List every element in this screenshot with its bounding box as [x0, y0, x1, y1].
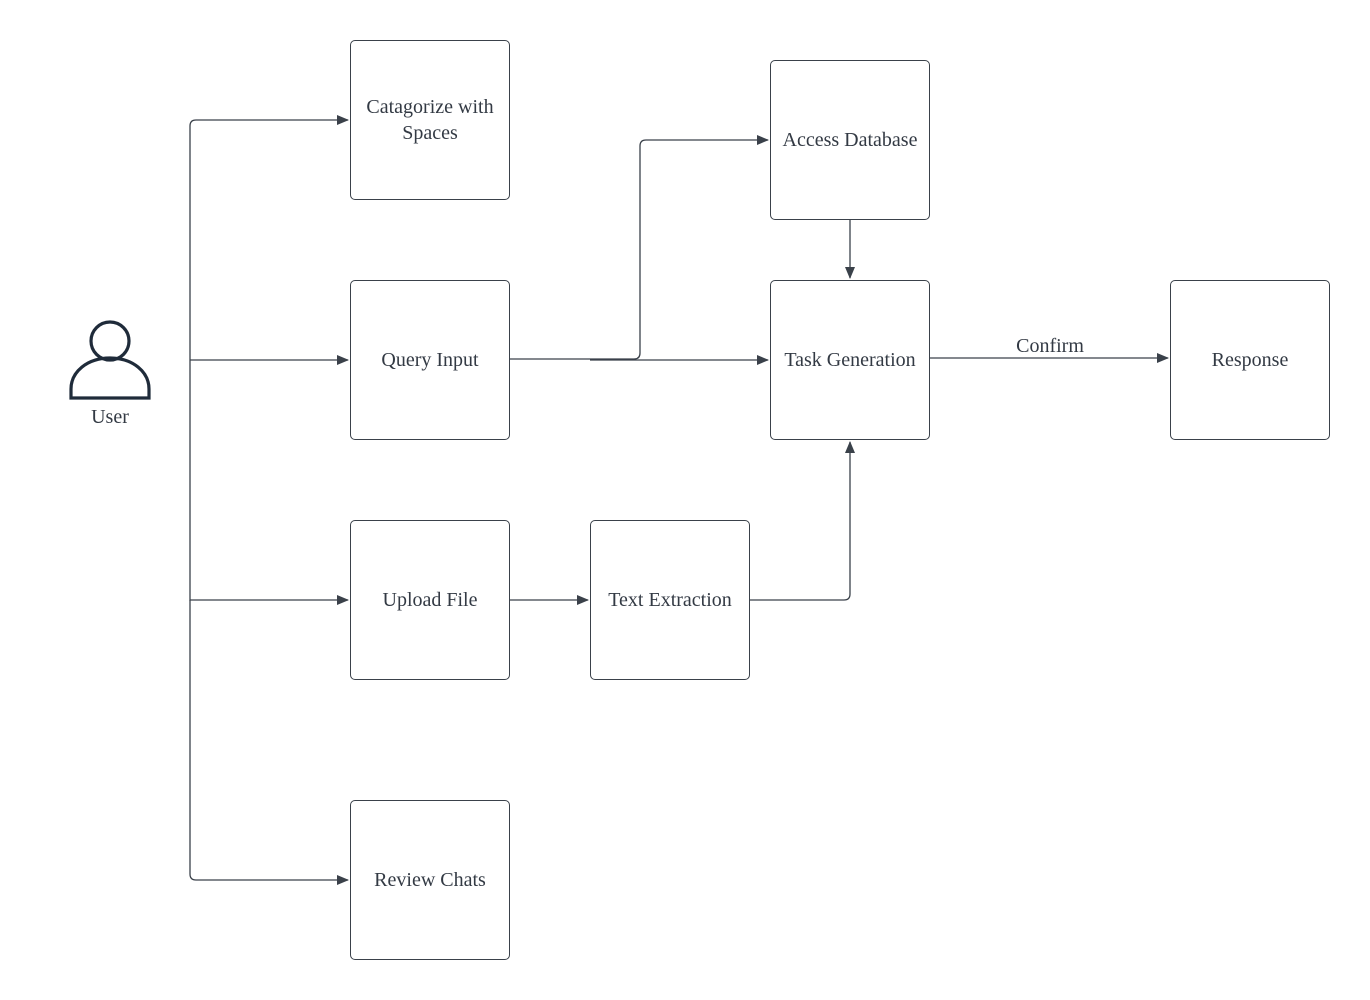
edge-user-categorize [189, 115, 349, 360]
edge-query-access-database [510, 135, 769, 360]
user-branch-connectors [189, 115, 349, 885]
node-query-input-label: Query Input [381, 349, 479, 371]
node-upload-file[interactable]: Upload File [350, 520, 510, 680]
node-categorize[interactable]: Catagorize with Spaces [350, 40, 510, 200]
node-access-database[interactable]: Access Database [770, 60, 930, 220]
user-icon [69, 320, 151, 400]
node-text-extraction-label: Text Extraction [608, 589, 732, 611]
node-review-chats-label: Review Chats [374, 869, 486, 891]
flow-connectors [510, 135, 1169, 605]
node-review-chats[interactable]: Review Chats [350, 800, 510, 960]
node-categorize-label: Catagorize with Spaces [366, 96, 494, 144]
node-access-database-label: Access Database [782, 129, 918, 151]
node-text-extraction[interactable]: Text Extraction [590, 520, 750, 680]
edge-user-review-chats [189, 600, 349, 885]
node-response-label: Response [1211, 349, 1289, 371]
node-query-input[interactable]: Query Input [350, 280, 510, 440]
edge-user-upload-file [189, 360, 349, 605]
node-response[interactable]: Response [1170, 280, 1330, 440]
edge-label-confirm: Confirm [1016, 335, 1084, 357]
user-label: User [91, 406, 129, 428]
node-task-generation-label: Task Generation [784, 349, 916, 371]
node-task-generation[interactable]: Task Generation [770, 280, 930, 440]
edge-text-extraction-task-generation [750, 441, 855, 601]
node-upload-file-label: Upload File [382, 589, 478, 611]
